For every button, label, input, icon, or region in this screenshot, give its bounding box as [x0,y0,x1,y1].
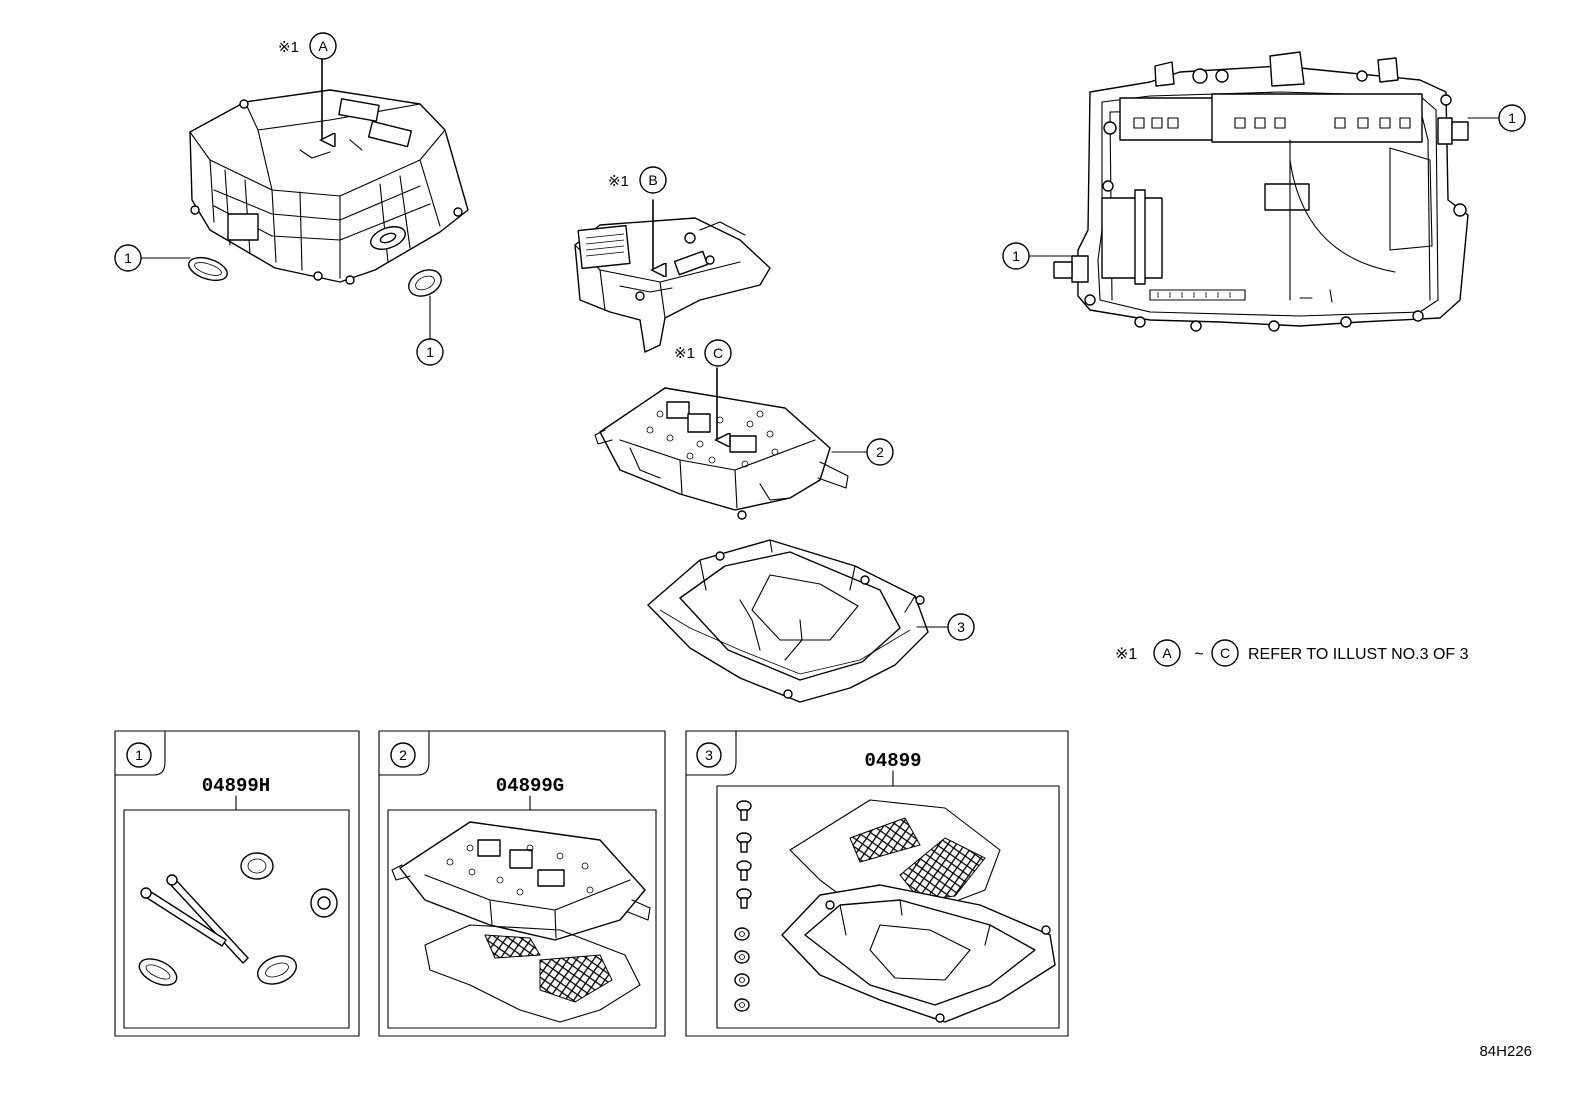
kit-2-number-circle [390,742,416,768]
callout-1-label-c: 1 [1508,110,1516,126]
kit-3-part-number: 04899 [864,750,921,772]
kit-1-pins [140,874,249,964]
callout-1-gasket-left [114,244,142,272]
kit-box-1: 1 04899H [114,730,360,1037]
callout-1-label-b: 1 [426,344,434,360]
callout-3-label: 3 [957,619,965,635]
callout-1-label-d: 1 [1012,248,1020,264]
inverter-cover [189,89,469,285]
note-text: REFER TO ILLUST NO.3 OF 3 [1248,646,1469,663]
assembly-top-view [1053,51,1469,332]
note-tilde: ~ [1194,646,1203,663]
kit-2-part-number: 04899G [496,775,564,797]
kit-3-number-circle [696,742,722,768]
kit-3-number: 3 [705,747,713,763]
kit-box-3: 3 04899 [685,730,1069,1037]
note-letter-from: A [1162,645,1172,661]
ref-letter-a: A [318,38,328,54]
callout-1-label-a: 1 [124,250,132,266]
callout-1-top-view-left [1002,242,1030,270]
kit-2-power-module [391,821,651,941]
callout-2-label: 2 [876,444,884,460]
lower-case [647,539,929,703]
ref-circle-b [639,166,667,194]
kit-1-seals [138,852,338,986]
kit-3-bolts [736,800,752,909]
kit-1-number-circle [126,742,152,768]
note-circle-to [1211,639,1239,667]
kit-box-2: 2 04899G [378,730,666,1037]
callout-1-top-view-right [1498,104,1526,132]
ref-mark-a: ※1 [278,39,299,56]
callout-1-gasket-right [416,338,444,366]
note-circle-from [1153,639,1181,667]
kit-3-nuts [734,927,750,1012]
illustration-id: 84H226 [1479,1043,1532,1060]
control-board [574,217,771,353]
reference-note: ※1 A ~ C REFER TO ILLUST NO.3 OF 3 [1115,639,1469,667]
callout-2-power-module [866,438,894,466]
kit-1-number: 1 [135,747,143,763]
note-letter-to: C [1220,645,1230,661]
gasket-right [408,269,442,297]
ref-letter-c: C [713,345,723,361]
ref-letter-b: B [648,172,657,188]
ref-mark-c: ※1 [674,345,695,362]
note-mark: ※1 [1115,646,1137,663]
kit-2-gasket-sheet [424,924,641,1023]
power-module [594,387,849,520]
callout-3-lower-case [947,613,975,641]
ref-mark-b: ※1 [608,173,629,190]
gasket-left [188,256,228,282]
kit-2-number: 2 [399,747,407,763]
kit-3-lower-case [781,884,1056,1023]
kit-1-part-number: 04899H [202,775,270,797]
ref-circle-c [704,339,732,367]
ref-circle-a [309,32,337,60]
